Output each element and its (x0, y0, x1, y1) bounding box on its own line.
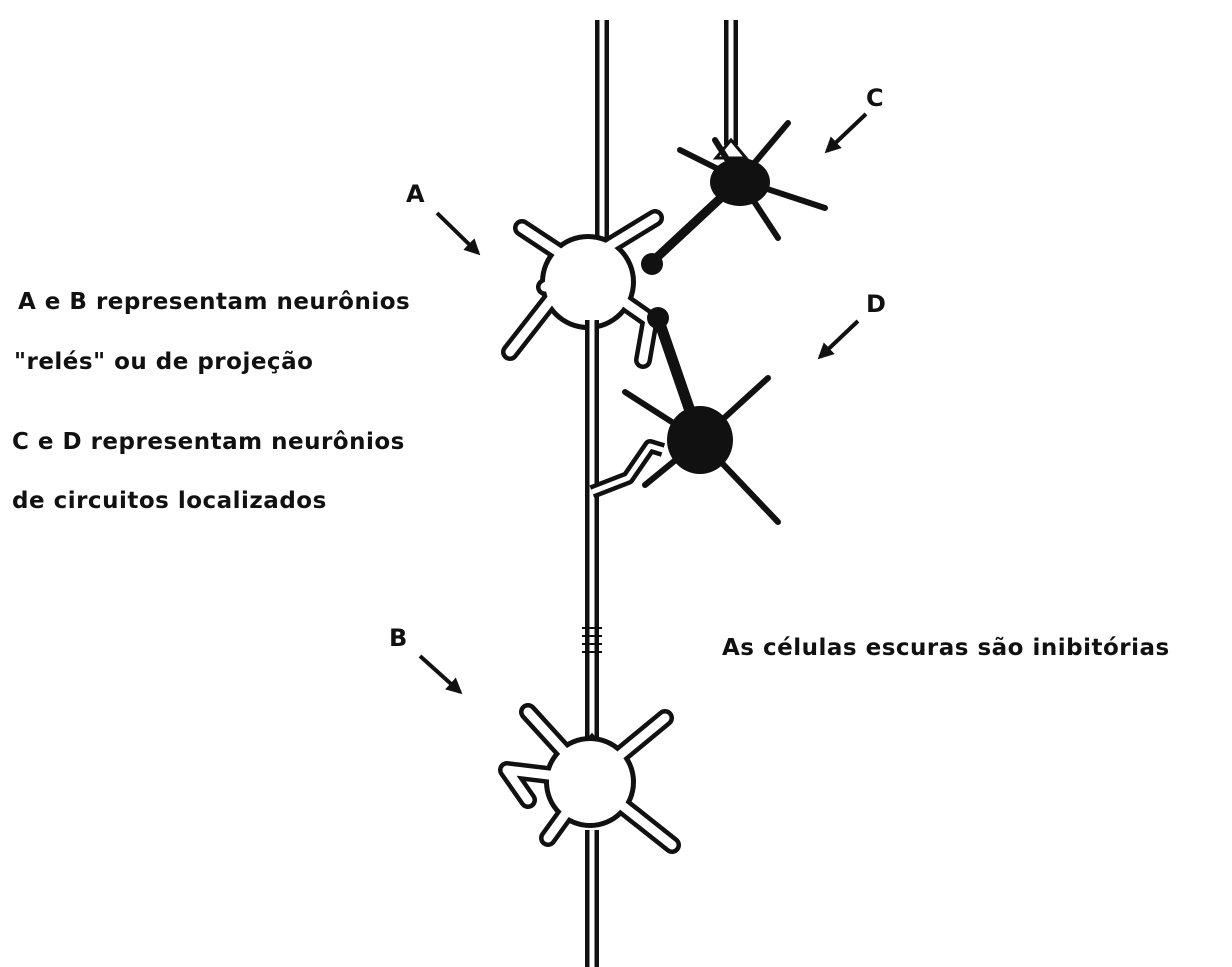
legend-line-1: A e B representam neurônios (18, 289, 410, 315)
legend-line-2: "relés" ou de projeção (14, 349, 313, 375)
label-b: B (389, 624, 408, 652)
axon-a-to-b (578, 320, 663, 752)
arrow-b (420, 656, 460, 692)
neuron-a (510, 218, 655, 360)
axon-incoming-a (588, 20, 616, 258)
inhibitory-note: As células escuras são inibitórias (722, 635, 1170, 661)
label-d: D (866, 290, 886, 318)
legend-line-3: C e D representam neurônios (12, 429, 405, 455)
label-c: C (866, 84, 884, 112)
arrow-d (820, 321, 858, 357)
label-a: A (406, 180, 425, 208)
legend-line-4: de circuitos localizados (12, 488, 327, 514)
axon-incoming-c (716, 20, 746, 158)
arrow-a (437, 213, 478, 253)
arrow-c (827, 114, 866, 151)
